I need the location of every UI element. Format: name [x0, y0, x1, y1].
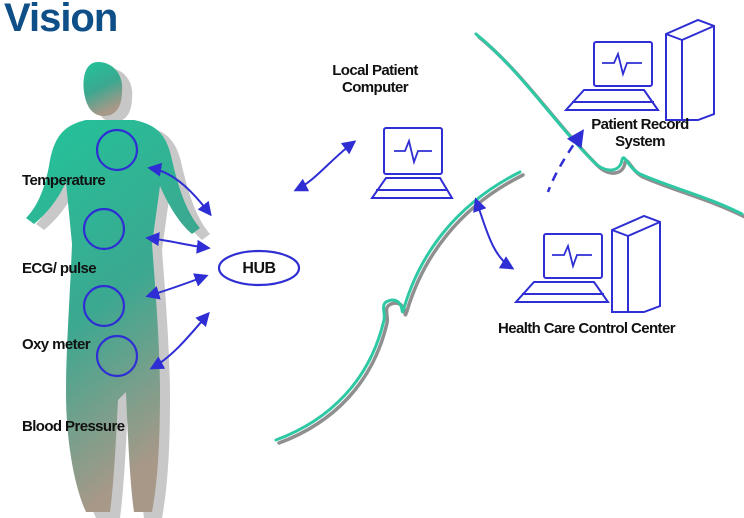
- local-computer-label: Local Patient Computer: [300, 62, 450, 96]
- local-computer-label-line1: Local Patient: [332, 62, 418, 79]
- oxymeter-sensor-circle: [82, 284, 126, 328]
- blood-pressure-sensor-circle: [95, 334, 139, 378]
- label-temperature: Temperature: [22, 172, 106, 189]
- label-oxy-meter: Oxy meter: [22, 336, 91, 353]
- temperature-arrow: [147, 162, 212, 217]
- record-system-label: Patient Record System: [570, 116, 710, 150]
- record-system-icon: [563, 18, 715, 121]
- local-computer-label-line2: Computer: [341, 79, 409, 96]
- hub-computer-arrow: [293, 140, 357, 192]
- network-control-arrow: [473, 197, 515, 270]
- control-center-label: Health Care Control Center: [498, 320, 676, 337]
- label-ecg-pulse: ECG/ pulse: [22, 260, 97, 277]
- record-system-label-line1: Patient Record: [591, 116, 689, 133]
- hub-label: HUB: [242, 260, 276, 277]
- local-computer-icon: [370, 127, 454, 199]
- control-center-icon: [513, 214, 661, 313]
- ecg-sensor-circle: [82, 207, 126, 251]
- blood-pressure-arrow: [149, 311, 210, 370]
- network-lines: [274, 32, 744, 445]
- record-dashed-link: [546, 129, 584, 193]
- hub-ellipse: [217, 249, 301, 287]
- sensor-hub-arrows: [145, 162, 212, 370]
- page-title: Vision: [4, 0, 118, 40]
- oxymeter-arrow: [145, 273, 209, 300]
- body-silhouette: [26, 62, 200, 512]
- record-system-label-line2: System: [615, 133, 665, 150]
- ecg-arrow: [145, 232, 211, 254]
- temperature-sensor-circle: [95, 128, 139, 172]
- label-blood-pressure: Blood Pressure: [22, 418, 125, 435]
